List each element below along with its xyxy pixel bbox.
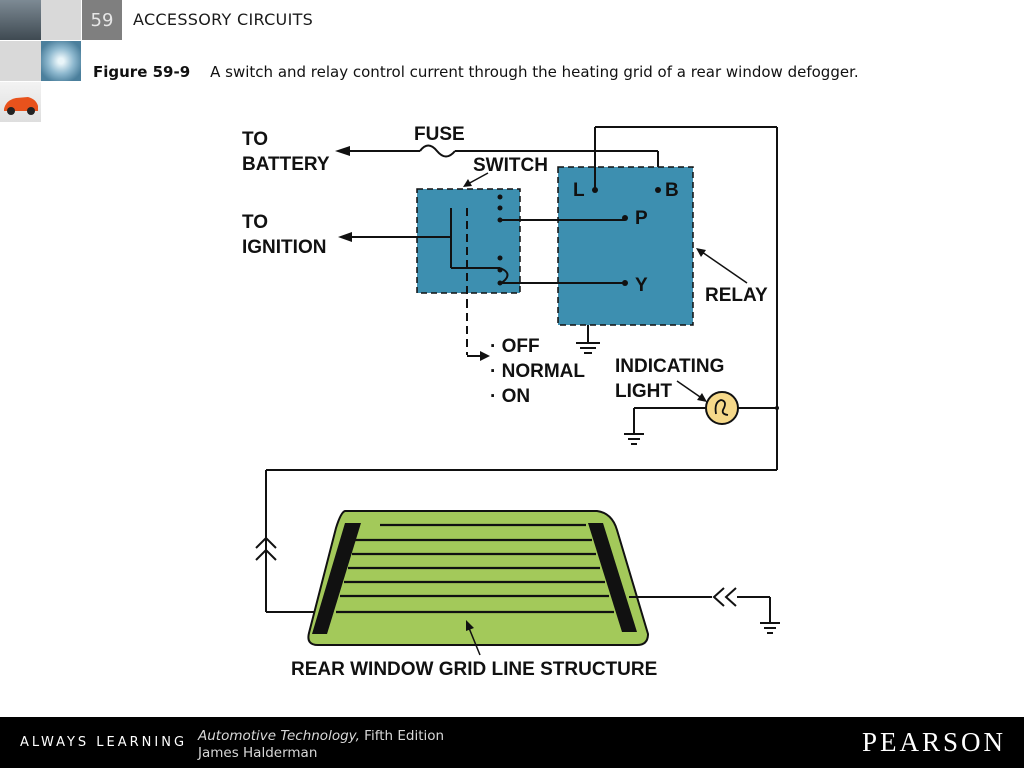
label-to-battery-2: BATTERY <box>242 154 330 175</box>
thumbnail-abstract <box>41 41 81 81</box>
switch-box <box>416 188 521 294</box>
label-to-battery-1: TO <box>242 129 268 150</box>
label-rear-window-grid: REAR WINDOW GRID LINE STRUCTURE <box>291 659 657 680</box>
label-relay: RELAY <box>705 285 768 306</box>
relay-pointer <box>701 251 748 284</box>
switch-position-on: · ON <box>490 386 530 407</box>
footer-bar: ALWAYS LEARNING Automotive Technology, F… <box>0 717 1024 768</box>
relay-box <box>557 166 694 326</box>
light-pointer-head <box>697 393 707 402</box>
label-to-ignition-2: IGNITION <box>242 237 326 258</box>
relay-terminal-l: L <box>573 180 585 201</box>
switch-position-normal: · NORMAL <box>490 361 585 382</box>
figure-caption-text: A switch and relay control current throu… <box>210 63 859 81</box>
label-to-ignition-1: TO <box>242 212 268 233</box>
relay-ground <box>576 325 600 354</box>
output-wire <box>265 126 778 613</box>
grid-ground-wire <box>629 587 780 634</box>
relay-terminal-b: B <box>665 180 679 201</box>
junction-dot <box>775 406 779 410</box>
thumbnail-car-orange <box>0 82 41 122</box>
figure-label: Figure 59-9 <box>93 63 191 81</box>
switch-position-off: · OFF <box>490 336 540 357</box>
light-ground <box>624 408 644 445</box>
battery-arrow <box>335 146 350 156</box>
car-icon <box>4 97 38 115</box>
header-gray-block <box>41 0 81 40</box>
defogger-circuit-diagram: TO BATTERY TO IGNITION FUSE SWITCH · OFF… <box>242 124 780 680</box>
switch-pointer-head <box>463 179 472 187</box>
relay-terminal-y: Y <box>635 275 648 296</box>
label-fuse: FUSE <box>414 124 465 145</box>
indicating-light-icon <box>634 391 777 425</box>
chapter-number: 59 <box>82 0 122 40</box>
switch-relay-wires <box>500 219 625 284</box>
switch-contacts <box>497 194 503 286</box>
book-edition: Fifth Edition <box>364 728 445 744</box>
light-pointer <box>676 380 704 400</box>
actuator-arrow <box>480 351 490 361</box>
rear-window-grid <box>307 510 650 646</box>
pearson-logo: PEARSON <box>861 727 1006 757</box>
always-learning-tagline: ALWAYS LEARNING <box>20 735 188 750</box>
book-info: Automotive Technology, Fifth Edition Jam… <box>198 728 444 762</box>
label-indicating-1: INDICATING <box>615 356 724 377</box>
relay-terminal-p: P <box>635 208 648 229</box>
thumbnail-car-silver <box>0 0 41 40</box>
label-switch: SWITCH <box>473 155 548 176</box>
chapter-title: ACCESSORY CIRCUITS <box>133 10 314 29</box>
grid-pointer <box>468 627 481 656</box>
relay-pointer-head <box>696 248 706 257</box>
connector-left-icon <box>255 536 277 561</box>
label-indicating-2: LIGHT <box>615 381 672 402</box>
book-title: Automotive Technology, <box>198 728 360 744</box>
grid-pointer-head <box>466 620 474 631</box>
figure-caption: Figure 59-9 A switch and relay control cu… <box>93 62 913 82</box>
book-author: James Halderman <box>198 745 318 761</box>
header-gray-block-2 <box>0 41 41 81</box>
ignition-arrow <box>338 232 352 242</box>
switch-actuator <box>466 300 482 357</box>
